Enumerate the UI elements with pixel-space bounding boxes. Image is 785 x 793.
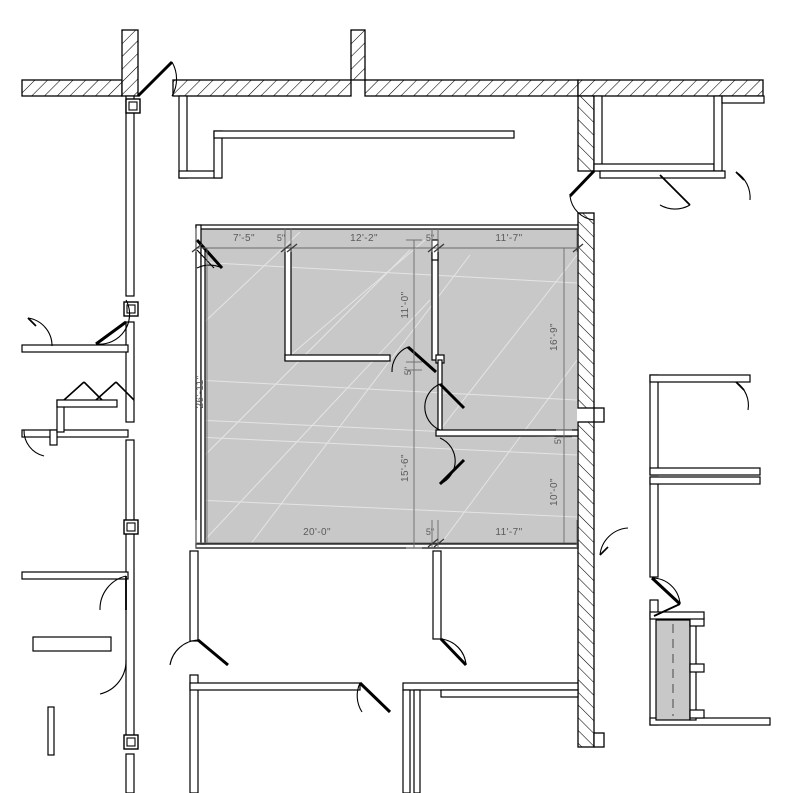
door-right-entry <box>735 171 751 201</box>
door-bottom-right-mid <box>439 637 468 667</box>
dim-top-3: 12'-2" <box>350 233 378 244</box>
column-marker-top-wall <box>125 98 141 114</box>
door-left-upper-2 <box>27 317 53 347</box>
dim-top-1: 7'-5" <box>233 233 255 244</box>
partition-walls <box>21 95 771 793</box>
door-right-upper <box>568 169 596 221</box>
column-marker-lower <box>123 734 139 750</box>
door-suite-mid-right-upper <box>424 382 466 431</box>
door-top-left <box>136 60 178 98</box>
dim-bottom-1: 20'-0" <box>303 527 331 538</box>
dim-top-4: 5" <box>426 233 434 243</box>
dimension-lines <box>195 228 578 549</box>
dim-bottom-3: 11'-7" <box>495 527 522 538</box>
column-markers <box>123 98 141 750</box>
dim-right-3: 10'-0" <box>549 478 560 506</box>
stair-shaft <box>649 611 705 721</box>
door-left-upper <box>95 299 131 346</box>
door-right-lower-2 <box>599 527 629 556</box>
door-right-room <box>735 381 749 411</box>
door-bottom-left <box>169 638 229 667</box>
dim-left-1: 26'-11" <box>195 375 206 408</box>
structural-walls <box>21 29 764 748</box>
door-bottom-center <box>356 681 392 714</box>
dimension-ticks <box>191 243 584 548</box>
dim-bottom-2: 5" <box>426 527 434 537</box>
door-suite-center-room <box>391 345 437 374</box>
dim-mid-3: 15'-6" <box>400 454 411 482</box>
dim-mid-1: 11'-0" <box>400 291 411 318</box>
dim-right-1: 16'-9" <box>549 323 560 351</box>
dim-right-2: 5" <box>553 436 563 444</box>
door-right-upper-2 <box>659 174 691 210</box>
door-left-closet-b <box>95 381 135 401</box>
door-left-lower <box>99 575 127 611</box>
dim-mid-2: 5" <box>403 367 413 375</box>
dim-top-2: 5" <box>277 233 285 243</box>
door-right-lower <box>650 576 682 617</box>
door-left-mid <box>23 429 45 457</box>
column-marker-upper <box>123 301 139 317</box>
door-left-lower-2 <box>99 659 127 695</box>
door-suite-mid-right-lower <box>438 437 466 486</box>
highlighted-suite-fill <box>196 229 577 547</box>
dimension-labels: 7'-5" 5" 12'-2" 5" 11'-7" 20'-0" 5" 11'-… <box>195 233 563 538</box>
dim-top-5: 11'-7" <box>495 233 522 244</box>
column-marker-middle <box>123 519 139 535</box>
